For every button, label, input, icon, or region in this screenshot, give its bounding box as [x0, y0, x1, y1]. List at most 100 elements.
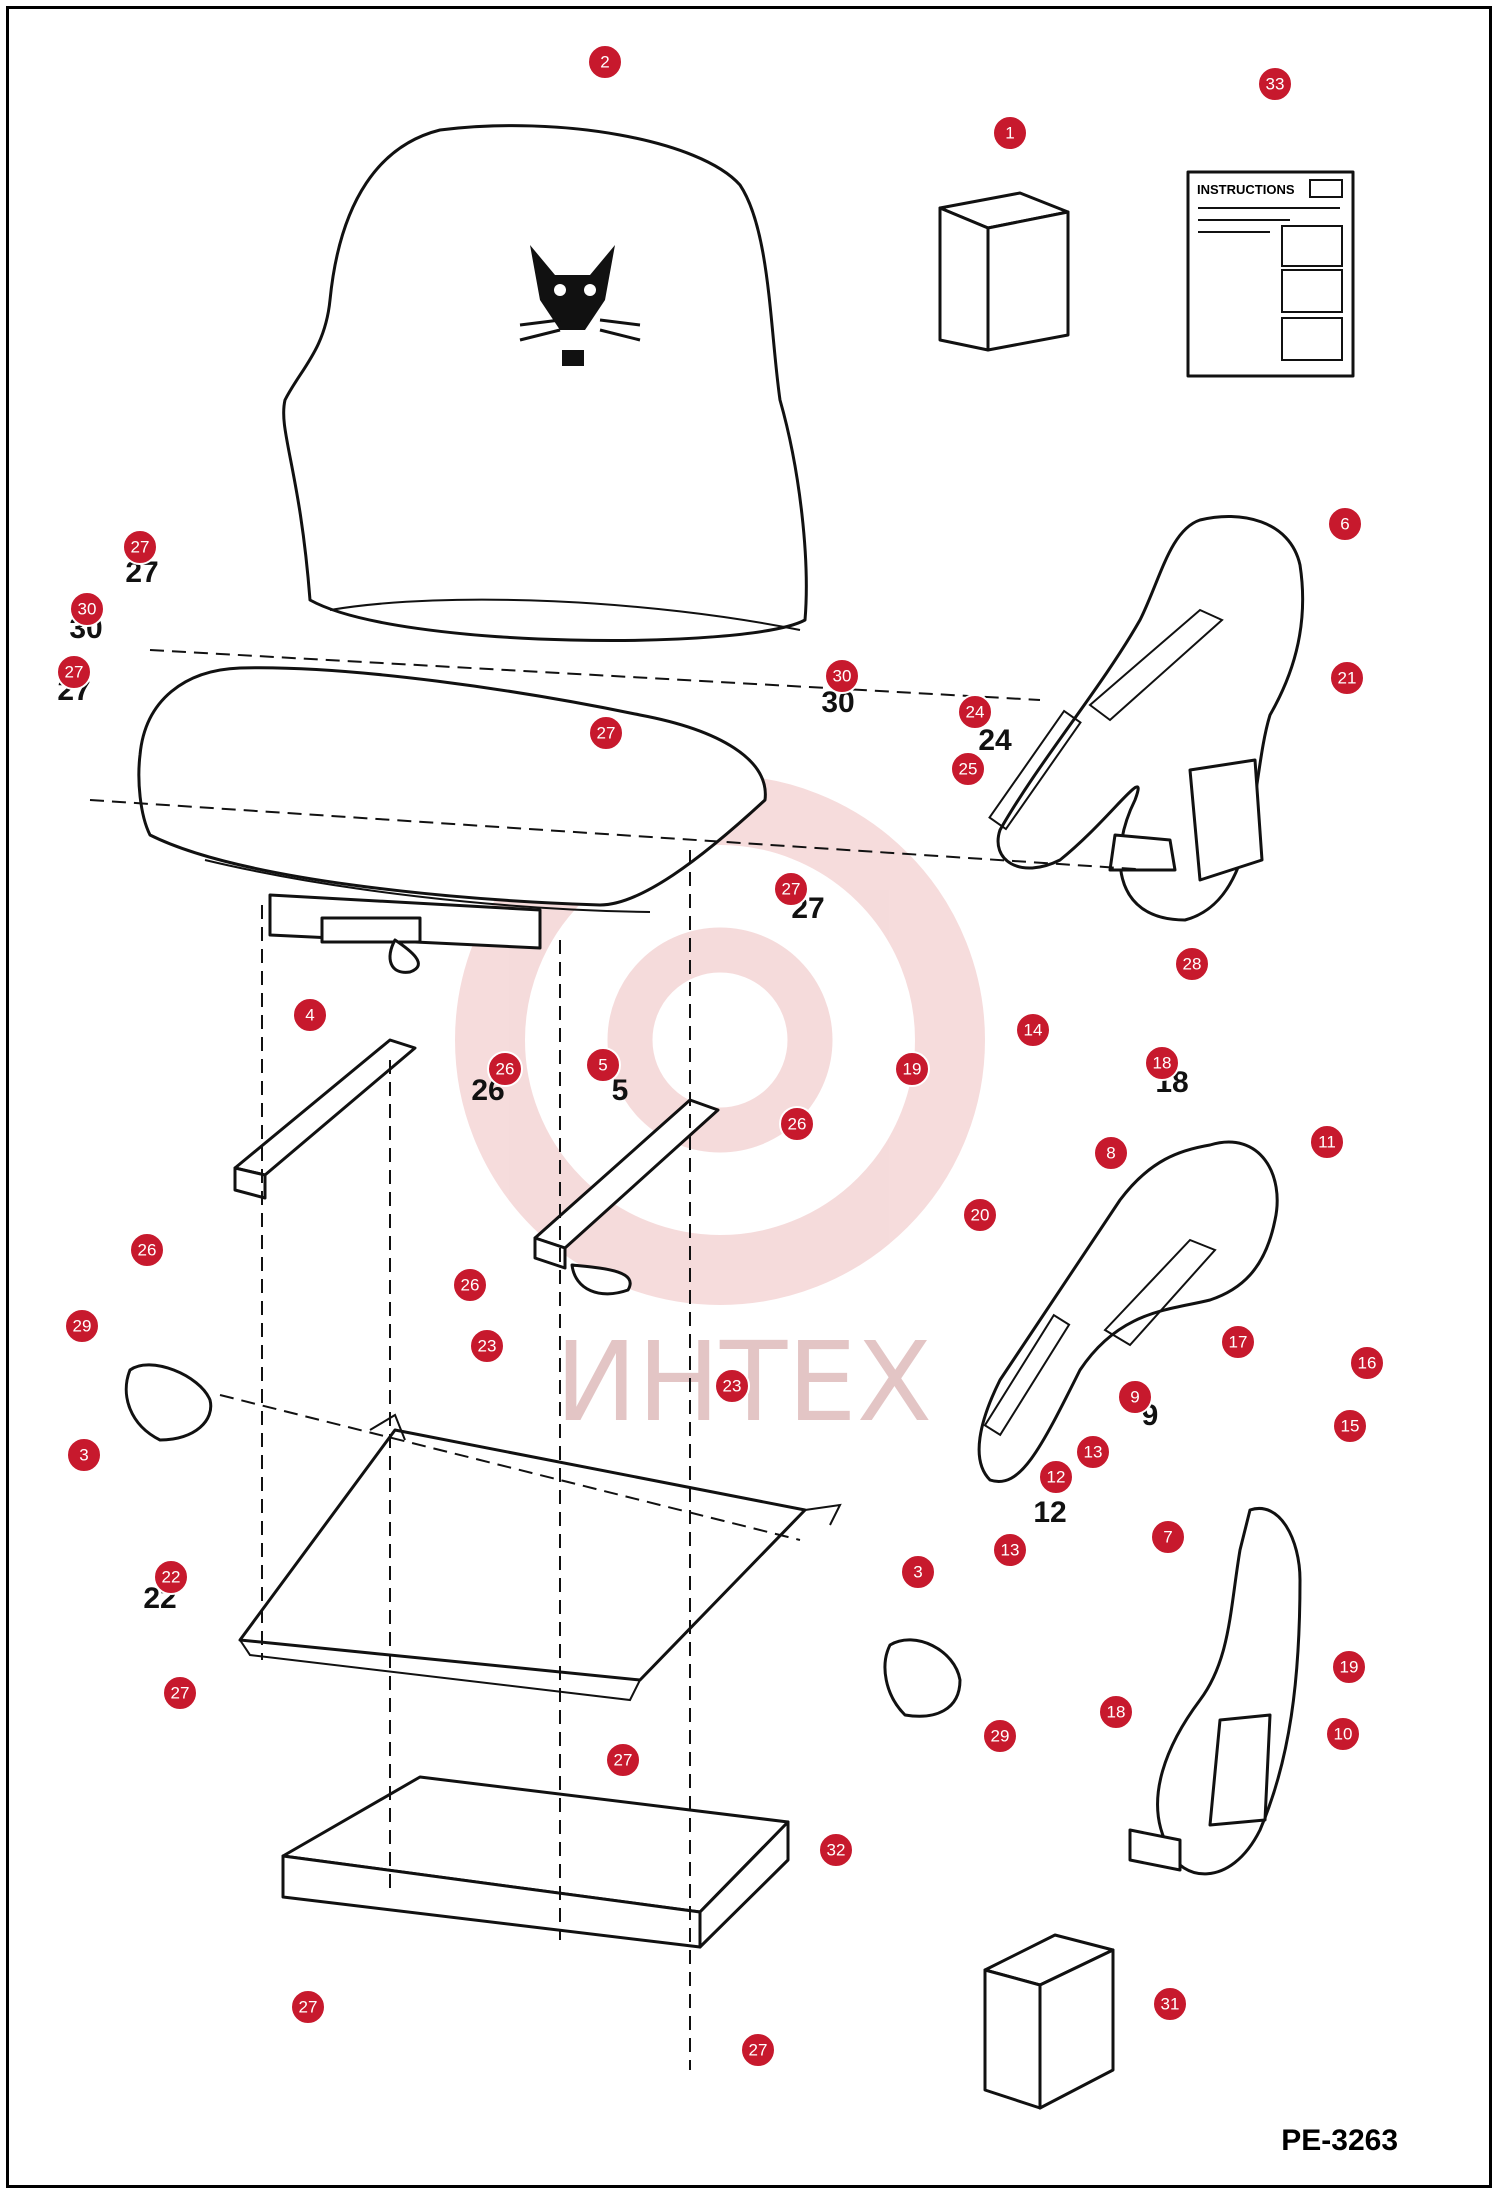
callout-badge-number: 18 [1107, 1703, 1126, 1722]
callout-badge-number: 6 [1340, 515, 1349, 534]
callout-badge-number: 2 [600, 53, 609, 72]
kit-box-top [938, 191, 1070, 352]
callout-badge-circle [1327, 506, 1363, 542]
callout-badge-circle [66, 1437, 102, 1473]
callout-badge-circle [962, 1197, 998, 1233]
callout-badge-circle [894, 1051, 930, 1087]
callout-badge-circle [1117, 1379, 1153, 1415]
callout-badge-number: 3 [79, 1446, 88, 1465]
callout-badge-number: 33 [1266, 75, 1285, 94]
callout-badge: 33 [1257, 66, 1293, 102]
callout-badge: 27 [290, 1989, 326, 2025]
callout-badge-number: 4 [305, 1006, 314, 1025]
callout-badge-number: 26 [461, 1276, 480, 1295]
callout-badge-number: 24 [966, 703, 985, 722]
callout-badge-circle [992, 1532, 1028, 1568]
callout-badge-circle [982, 1718, 1018, 1754]
callout-badge-circle [122, 529, 158, 565]
callout-badge-circle [1331, 1649, 1367, 1685]
callout-badge: 30 [69, 591, 105, 627]
callout-badge-circle [957, 694, 993, 730]
callout-badge-number: 19 [1340, 1658, 1359, 1677]
callout-badge: 30 [824, 658, 860, 694]
seat-assembly [137, 124, 808, 974]
callout-badge: 27 [122, 529, 158, 565]
callout-badge-number: 15 [1341, 1417, 1360, 1436]
callout-badge-circle [740, 2032, 776, 2068]
callout-badge-circle [585, 1047, 621, 1083]
callout-badge: 27 [56, 654, 92, 690]
callout-badge-number: 7 [1163, 1528, 1172, 1547]
callout-badge: 16 [1349, 1345, 1385, 1381]
callout-badge-circle [129, 1232, 165, 1268]
callout-badge-circle [1329, 660, 1365, 696]
callout-badge-number: 13 [1084, 1443, 1103, 1462]
callout-badge-circle [605, 1742, 641, 1778]
callout-badge-circle [64, 1308, 100, 1344]
callout-badge-circle [1150, 1519, 1186, 1555]
callout-badge: 27 [773, 871, 809, 907]
callout-badge: 32 [818, 1832, 854, 1868]
callout-badge: 17 [1220, 1324, 1256, 1360]
callout-badge: 9 [1117, 1379, 1153, 1415]
callout-badge: 29 [64, 1308, 100, 1344]
callout-badge-circle [1257, 66, 1293, 102]
callout-badge: 27 [588, 715, 624, 751]
callout-badge-number: 13 [1001, 1541, 1020, 1560]
callout-badge: 26 [452, 1267, 488, 1303]
armrest-left [988, 514, 1305, 922]
callout-badge-number: 31 [1161, 1995, 1180, 2014]
callout-badge: 21 [1329, 660, 1365, 696]
callout-badge-circle [950, 751, 986, 787]
callout-badge-number: 23 [723, 1377, 742, 1396]
callout-badge-circle [1325, 1716, 1361, 1752]
callout-badge: 25 [950, 751, 986, 787]
callout-badge: 31 [1152, 1986, 1188, 2022]
callout-badge: 6 [1327, 506, 1363, 542]
callout-badge: 23 [714, 1368, 750, 1404]
callout-badge: 28 [1174, 946, 1210, 982]
callout-badge-number: 30 [833, 667, 852, 686]
callout-badge-number: 1 [1005, 124, 1014, 143]
callout-badge-circle [1332, 1408, 1368, 1444]
callout-badge-number: 26 [496, 1060, 515, 1079]
callout-badge-number: 27 [299, 1998, 318, 2017]
callout-badge-number: 18 [1153, 1054, 1172, 1073]
callout-badge-number: 19 [903, 1060, 922, 1079]
callout-badge-number: 29 [991, 1727, 1010, 1746]
callout-badge-number: 27 [614, 1751, 633, 1770]
callout-badge-number: 25 [959, 760, 978, 779]
callout-badge-number: 11 [1318, 1133, 1336, 1152]
callout-badge: 10 [1325, 1716, 1361, 1752]
callout-badge-number: 27 [782, 880, 801, 899]
part-number-label: 5 [612, 1074, 629, 1107]
callout-badge-number: 14 [1024, 1021, 1043, 1040]
callout-badge-circle [588, 715, 624, 751]
callout-badge-circle [714, 1368, 750, 1404]
callout-badge-number: 8 [1106, 1144, 1115, 1163]
callout-badge: 26 [129, 1232, 165, 1268]
callout-badge: 5 [585, 1047, 621, 1083]
callout-badge-circle [1349, 1345, 1385, 1381]
callout-badge-number: 27 [597, 724, 616, 743]
callout-badge-number: 28 [1183, 955, 1202, 974]
callout-badge-circle [1174, 946, 1210, 982]
callout-badge-circle [56, 654, 92, 690]
bobcat-logo [519, 245, 641, 366]
seat-pad [281, 1775, 790, 1949]
callout-badge-number: 23 [478, 1337, 497, 1356]
callouts: 1233272730302727621303024242527272728426… [56, 44, 1385, 2068]
callout-badge: 27 [605, 1742, 641, 1778]
callout-badge-number: 27 [749, 2041, 768, 2060]
callout-badge-number: 21 [1338, 669, 1357, 688]
callout-badge: 26 [779, 1106, 815, 1142]
callout-badge: 18 [1098, 1694, 1134, 1730]
callout-badge-number: 12 [1047, 1468, 1066, 1487]
callout-badge-circle [292, 997, 328, 1033]
instructions-sheet: INSTRUCTIONS [1186, 170, 1355, 378]
seat-rails [233, 1038, 720, 1296]
callout-badge: 18 [1144, 1045, 1180, 1081]
callout-badge-number: 17 [1229, 1333, 1248, 1352]
callout-badge: 27 [740, 2032, 776, 2068]
